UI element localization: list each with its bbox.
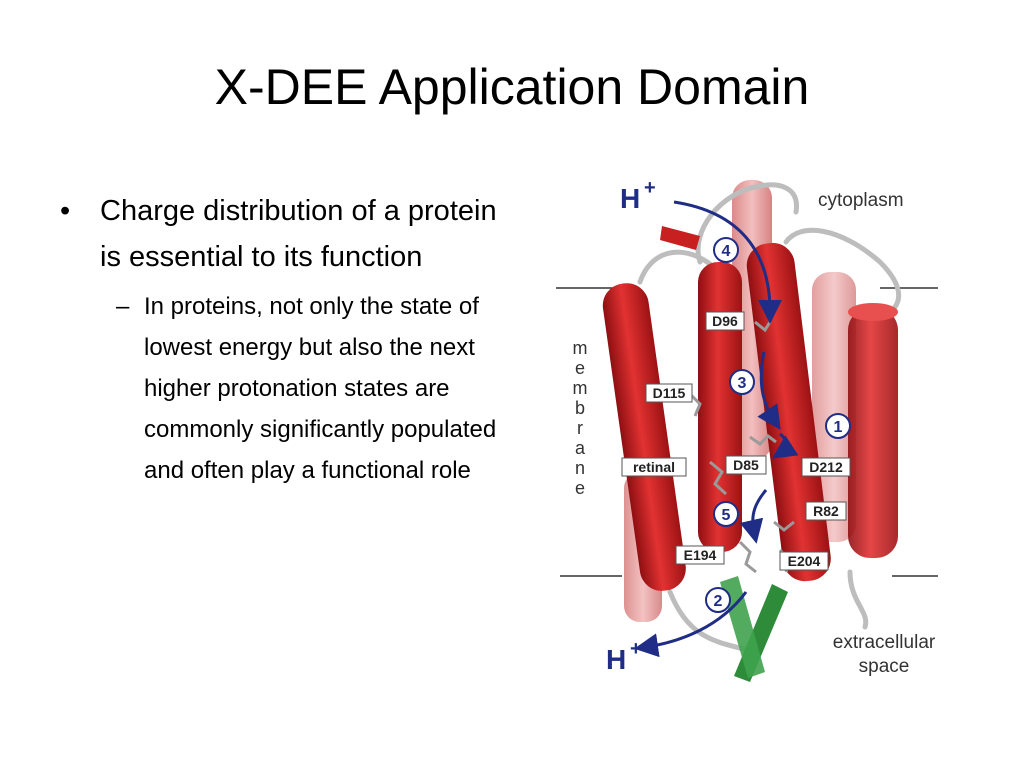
top-small-helix xyxy=(660,226,700,250)
svg-text:H: H xyxy=(606,644,626,675)
residue-label-d212: D212 xyxy=(801,457,851,477)
svg-text:e: e xyxy=(575,478,585,498)
svg-text:E204: E204 xyxy=(788,553,821,569)
bullet-dot: • xyxy=(60,195,71,227)
residue-label-d96: D96 xyxy=(705,311,745,331)
svg-text:m: m xyxy=(573,378,588,398)
sub-bullet-dash: – xyxy=(116,293,130,320)
membrane-boundary-lines xyxy=(556,287,938,577)
svg-text:4: 4 xyxy=(722,243,731,260)
svg-text:2: 2 xyxy=(714,593,723,610)
protein-diagram: H + H + cytoplasm m e m b r a n e extrac… xyxy=(556,177,938,682)
svg-text:r: r xyxy=(577,418,583,438)
step-circle-2: 2 xyxy=(705,587,731,613)
svg-text:e: e xyxy=(575,358,585,378)
front-helices xyxy=(602,242,898,591)
step-circle-5: 5 xyxy=(713,501,739,527)
bullet-text: Charge distribution of a protein is esse… xyxy=(100,195,497,273)
svg-text:extracellular: extracellular xyxy=(833,632,936,653)
svg-text:+: + xyxy=(630,638,642,660)
svg-text:D85: D85 xyxy=(733,457,759,473)
step-circle-1: 1 xyxy=(825,413,851,439)
svg-text:D115: D115 xyxy=(653,385,686,401)
step-circle-3: 3 xyxy=(729,369,755,395)
svg-text:5: 5 xyxy=(722,507,731,524)
bullet-item: • Charge distribution of a protein is es… xyxy=(58,188,508,280)
svg-text:R82: R82 xyxy=(813,503,839,519)
sub-bullet-text: In proteins, not only the state of lowes… xyxy=(144,293,497,484)
svg-text:+: + xyxy=(644,177,656,199)
svg-text:D212: D212 xyxy=(809,459,843,475)
svg-text:n: n xyxy=(575,458,585,478)
cytoplasm-label: cytoplasm xyxy=(818,190,904,211)
beta-sheet xyxy=(720,576,788,682)
svg-text:a: a xyxy=(575,438,586,458)
extracellular-label: extracellular space xyxy=(833,632,936,677)
svg-text:space: space xyxy=(859,656,910,677)
svg-text:retinal: retinal xyxy=(633,459,675,475)
proton-in-label: H + xyxy=(620,177,656,214)
svg-text:3: 3 xyxy=(738,375,747,392)
residue-label-r82: R82 xyxy=(805,501,847,521)
membrane-label: m e m b r a n e xyxy=(573,338,588,498)
proton-out-label: H + xyxy=(606,638,642,675)
svg-text:H: H xyxy=(620,183,640,214)
residue-label-e204: E204 xyxy=(779,551,829,571)
svg-text:b: b xyxy=(575,398,585,418)
residue-label-d85: D85 xyxy=(725,455,767,475)
svg-text:m: m xyxy=(573,338,588,358)
svg-text:D96: D96 xyxy=(712,313,738,329)
slide-body: • Charge distribution of a protein is es… xyxy=(58,188,508,491)
svg-text:E194: E194 xyxy=(684,547,717,563)
proton-arrows xyxy=(634,200,799,658)
side-chains xyxy=(688,320,795,574)
residue-label-d115: D115 xyxy=(645,383,693,403)
sub-bullet-item: – In proteins, not only the state of low… xyxy=(106,286,508,491)
residue-label-e194: E194 xyxy=(675,545,725,565)
svg-text:1: 1 xyxy=(834,419,843,436)
slide-title: X-DEE Application Domain xyxy=(214,59,810,115)
bacteriorhodopsin-figure: H + H + cytoplasm m e m b r a n e extrac… xyxy=(550,172,950,692)
residue-label-retinal: retinal xyxy=(621,457,687,477)
step-circle-4: 4 xyxy=(713,237,739,263)
